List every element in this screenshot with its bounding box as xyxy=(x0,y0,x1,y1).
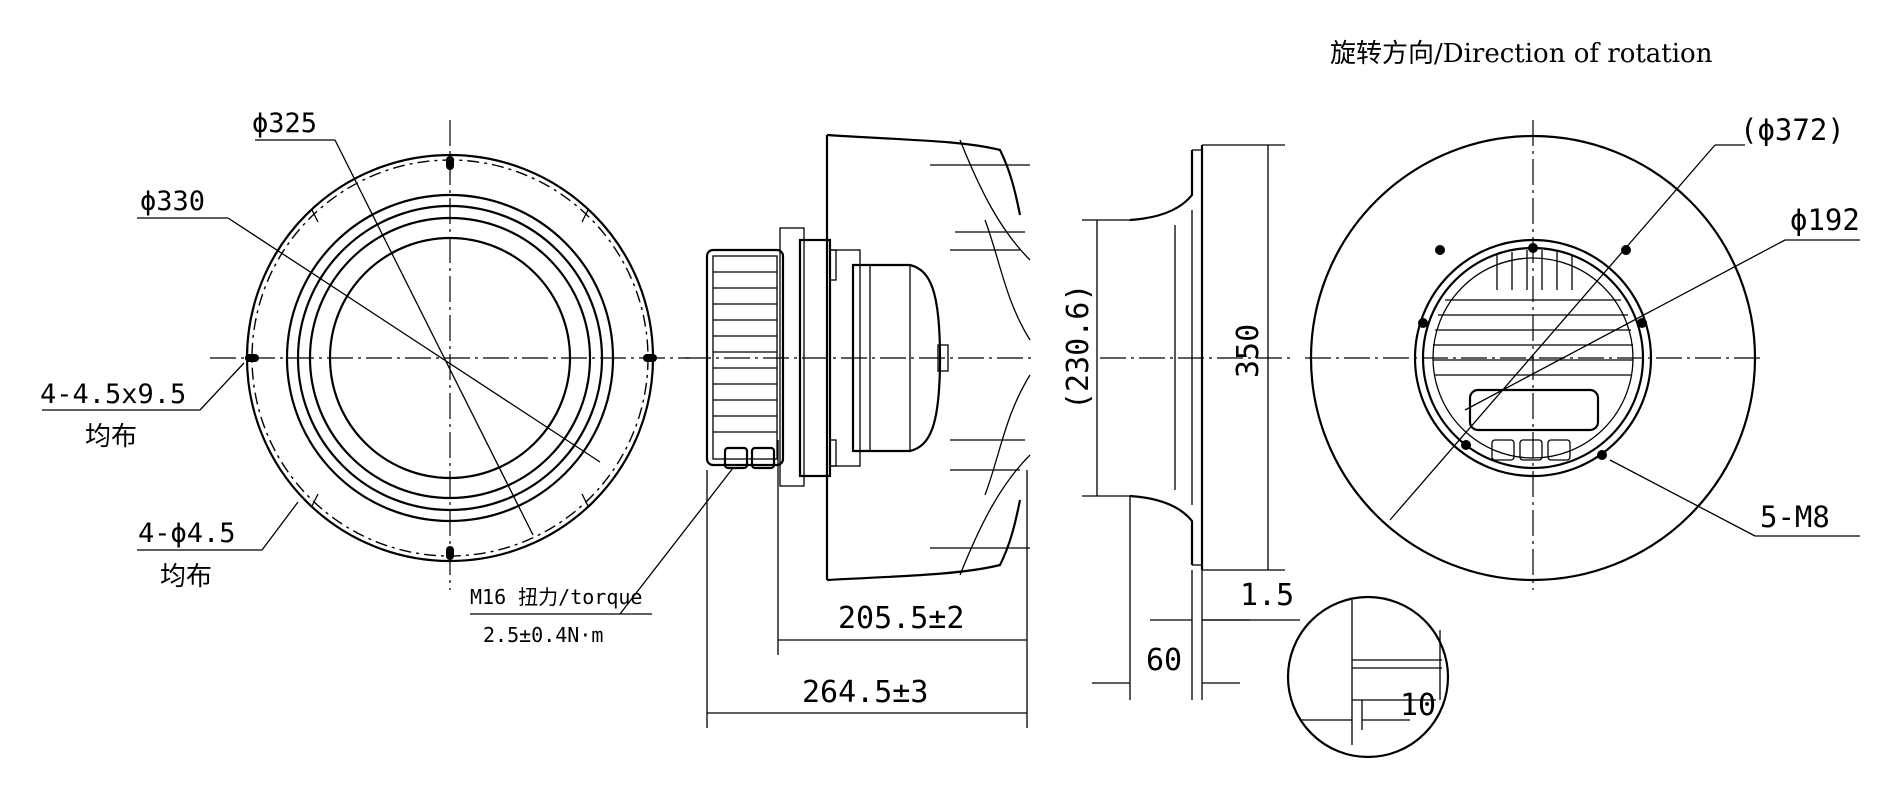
dim-height: 350 xyxy=(1231,324,1266,378)
section-view xyxy=(1082,144,1300,700)
dim-inlet-dia: (230.6) xyxy=(1061,284,1096,410)
dim-dia-372: (ϕ372) xyxy=(1740,113,1845,147)
slot-top xyxy=(446,156,454,170)
dim-slots: 4-4.5x9.5 xyxy=(40,379,186,410)
dim-detail: 10 xyxy=(1400,688,1436,723)
rear-view xyxy=(1305,120,1860,590)
slot-right xyxy=(643,354,657,362)
dim-depth: 60 xyxy=(1146,643,1182,678)
dim-dia-330: ϕ330 xyxy=(140,186,205,217)
slot-bottom xyxy=(446,546,454,560)
detail-view xyxy=(1286,595,1450,759)
front-view xyxy=(42,120,690,590)
dim-len-total: 264.5±3 xyxy=(802,675,928,710)
gland-torque: 2.5±0.4N·m xyxy=(483,623,603,647)
slots-note: 均布 xyxy=(85,422,137,452)
side-view xyxy=(470,133,1035,728)
cable-gland xyxy=(723,446,749,470)
dim-threads: 5-M8 xyxy=(1760,500,1830,534)
dim-len-inner: 205.5±2 xyxy=(838,601,964,636)
rotation-title: 旋转方向/Direction of rotation xyxy=(1330,39,1713,69)
dim-thickness: 1.5 xyxy=(1240,578,1294,613)
holes-note: 均布 xyxy=(160,562,212,592)
dim-holes: 4-ϕ4.5 xyxy=(138,518,236,549)
gland-spec: M16 扭力/torque xyxy=(470,585,642,609)
dim-dia-325: ϕ325 xyxy=(252,108,317,139)
slot-left xyxy=(245,354,259,362)
dim-dia-192: ϕ192 xyxy=(1790,203,1860,237)
